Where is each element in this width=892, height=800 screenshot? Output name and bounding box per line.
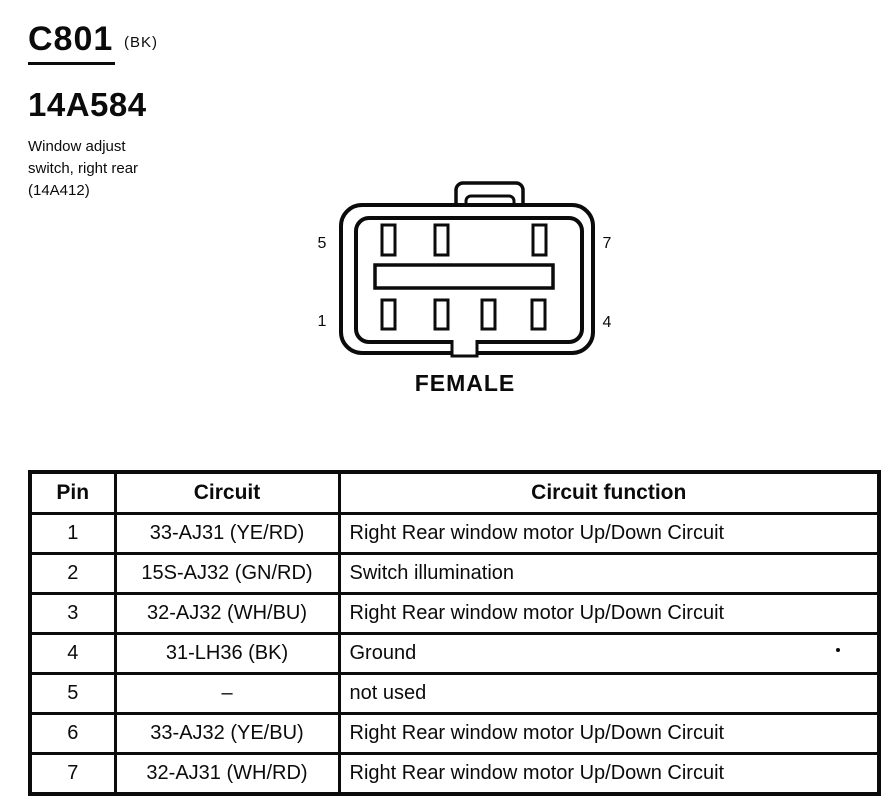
col-header-circuit: Circuit: [113, 470, 341, 515]
circuit-function-cell: Right Rear window motor Up/Down Circuit: [337, 592, 881, 635]
pin-cell: 4: [28, 632, 117, 675]
scan-artifact-dot: [836, 648, 840, 652]
pin-slot-2: [433, 298, 450, 331]
circuit-cell: –: [113, 672, 341, 715]
pin-cell: 3: [28, 592, 117, 635]
pin-slot-3: [480, 298, 497, 331]
table-header-row: Pin Circuit Circuit function: [28, 470, 881, 515]
pin-callout-5: 5: [317, 235, 327, 252]
col-header-pin: Pin: [28, 470, 117, 515]
pin-slot-1: [380, 298, 397, 331]
pin-cell: 2: [28, 552, 117, 595]
pin-cell: 7: [28, 752, 117, 796]
connector-shell-outer: [339, 203, 595, 355]
pin-callout-7: 7: [602, 235, 612, 252]
table-row-pin-1: 1 33-AJ31 (YE/RD) Right Rear window moto…: [28, 512, 881, 555]
circuit-function-cell: Right Rear window motor Up/Down Circuit: [337, 512, 881, 555]
pin-slot-6: [433, 223, 450, 257]
connector-color-code: (BK): [124, 34, 158, 51]
circuit-cell: 32-AJ31 (WH/RD): [113, 752, 341, 796]
connector-gender-label: FEMALE: [414, 370, 516, 396]
pin-slot-5: [380, 223, 397, 257]
pin-slot-7: [531, 223, 548, 257]
table-row-pin-6: 6 33-AJ32 (YE/BU) Right Rear window moto…: [28, 712, 881, 755]
circuit-cell: 33-AJ32 (YE/BU): [113, 712, 341, 755]
table-row-pin-4: 4 31-LH36 (BK) Ground: [28, 632, 881, 675]
pin-cell: 5: [28, 672, 117, 715]
circuit-function-cell: Switch illumination: [337, 552, 881, 595]
pin-cell: 6: [28, 712, 117, 755]
table-row-pin-2: 2 15S-AJ32 (GN/RD) Switch illumination: [28, 552, 881, 595]
table-row-pin-5: 5 – not used: [28, 672, 881, 715]
connector-shell-inner: [354, 216, 584, 344]
table-row-pin-3: 3 32-AJ32 (WH/BU) Right Rear window moto…: [28, 592, 881, 635]
connector-face-diagram: [339, 181, 595, 358]
col-header-circuit-function: Circuit function: [337, 470, 881, 515]
circuit-cell: 31-LH36 (BK): [113, 632, 341, 675]
circuit-cell: 15S-AJ32 (GN/RD): [113, 552, 341, 595]
pin-cell: 1: [28, 512, 117, 555]
pin-slot-4: [530, 298, 547, 331]
keying-notch: [450, 340, 479, 358]
circuit-function-cell: Right Rear window motor Up/Down Circuit: [337, 712, 881, 755]
circuit-function-cell: Ground: [337, 632, 881, 675]
circuit-cell: 33-AJ31 (YE/RD): [113, 512, 341, 555]
circuit-function-cell: Right Rear window motor Up/Down Circuit: [337, 752, 881, 796]
key-bar-slot: [373, 263, 555, 290]
component-description: Window adjust switch, right rear (14A412…: [28, 138, 139, 199]
latch-tab-outer: [454, 181, 525, 215]
connector-id-title: C801: [28, 20, 116, 65]
pinout-table: Pin Circuit Circuit function 1 33-AJ31 (…: [28, 470, 881, 796]
part-number: 14A584: [28, 86, 147, 123]
table-row-pin-7: 7 32-AJ31 (WH/RD) Right Rear window moto…: [28, 752, 881, 796]
circuit-cell: 32-AJ32 (WH/BU): [113, 592, 341, 635]
latch-tab-inner: [464, 194, 516, 222]
pin-callout-1: 1: [317, 313, 327, 330]
keying-notch-mask: [451, 339, 478, 357]
circuit-function-cell: not used: [337, 672, 881, 715]
pin-callout-4: 4: [602, 314, 612, 331]
